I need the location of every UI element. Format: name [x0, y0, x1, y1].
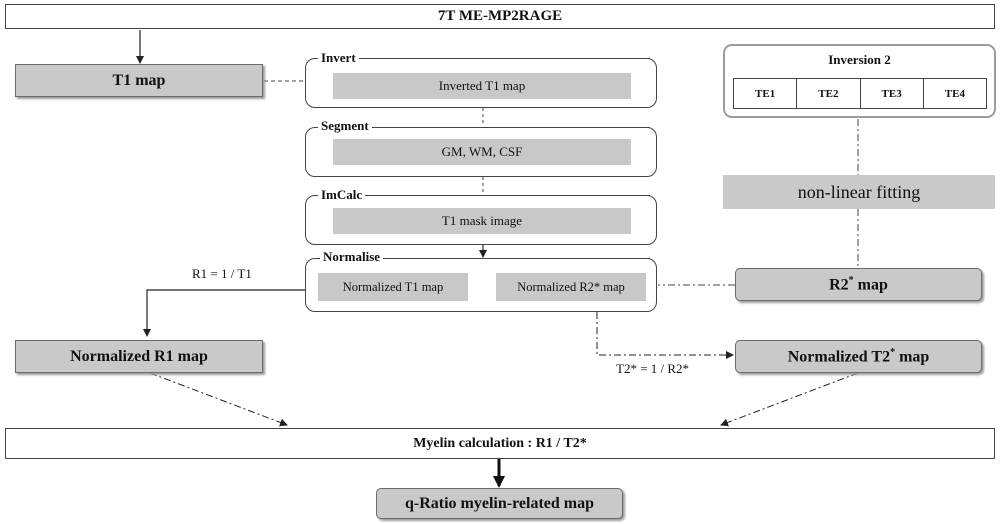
r2-map-label-suffix: map [853, 276, 888, 294]
echo-cell-te4: TE4 [944, 87, 965, 100]
invert-content: Inverted T1 map [333, 73, 631, 99]
echo-cell-te1: TE1 [734, 79, 798, 108]
normalized-t2-map-label-suffix: map [895, 348, 930, 366]
arrow-r1-to-myelin [149, 372, 288, 427]
invert-title: Invert [318, 50, 359, 66]
echo-cell-te3: TE3 [861, 79, 924, 108]
r2-map-label-star: * [848, 274, 854, 286]
imcalc-title-line [375, 195, 650, 196]
myelin-calculation-label: Myelin calculation : R1 / T2* [413, 435, 587, 451]
arrow-t2-to-myelin [720, 372, 859, 427]
normalise-title-line [400, 258, 650, 259]
inversion2-title: Inversion 2 [828, 52, 891, 67]
normalized-r2-map-text: Normalized R2* map [517, 279, 625, 294]
normalized-t2-map-label-main: Normalized T2 [787, 348, 891, 366]
imcalc-title: ImCalc [318, 187, 366, 203]
myelin-calculation-bar: Myelin calculation : R1 / T2* [5, 428, 995, 459]
normalized-r1-map-box: Normalized R1 map [15, 340, 263, 373]
arrow-normalise-to-r1 [143, 289, 305, 337]
arrow-normalise-to-t2 [596, 312, 734, 359]
r2-map-label: R2* map [829, 275, 888, 294]
imcalc-content: T1 mask image [333, 208, 631, 234]
echo-row: TE1 TE2 TE3 TE4 [733, 78, 987, 109]
q-ratio-map-box: q-Ratio myelin-related map [376, 488, 623, 519]
t1-map-label: T1 map [112, 71, 166, 89]
echo-cell-te2: TE2 [797, 79, 861, 108]
normalized-t2-map-box: Normalized T2* map [735, 340, 982, 373]
segment-title: Segment [318, 118, 372, 134]
normalized-t2-map-label: Normalized T2* map [788, 347, 930, 366]
normalise-title: Normalise [320, 249, 384, 265]
r1-formula: R1 = 1 / T1 [192, 266, 252, 281]
normalized-t1-map-text: Normalized T1 map [342, 279, 444, 294]
normalized-r1-map-label: Normalized R1 map [70, 347, 208, 365]
imcalc-content-text: T1 mask image [441, 213, 523, 228]
segment-content: GM, WM, CSF [333, 139, 631, 165]
title-bar: 7T ME-MP2RAGE [5, 4, 995, 29]
invert-content-text: Inverted T1 map [438, 78, 526, 93]
normalized-t2-map-label-star: * [890, 346, 896, 358]
normalized-r2-map-cell: Normalized R2* map [496, 273, 646, 301]
segment-title-line [385, 127, 650, 128]
t2-formula: T2* = 1 / R2* [616, 361, 690, 376]
r2-map-label-main: R2 [829, 276, 849, 294]
t1-map-box: T1 map [15, 64, 263, 97]
title-text: 7T ME-MP2RAGE [437, 8, 563, 24]
r2-map-box: R2* map [735, 268, 982, 301]
q-ratio-map-label: q-Ratio myelin-related map [404, 494, 594, 512]
segment-content-text: GM, WM, CSF [441, 144, 523, 159]
nonlinear-fitting-box: non-linear fitting [723, 175, 995, 209]
nonlinear-fitting-label: non-linear fitting [797, 181, 921, 202]
normalized-t1-map-cell: Normalized T1 map [318, 273, 468, 301]
invert-title-line [370, 58, 650, 59]
